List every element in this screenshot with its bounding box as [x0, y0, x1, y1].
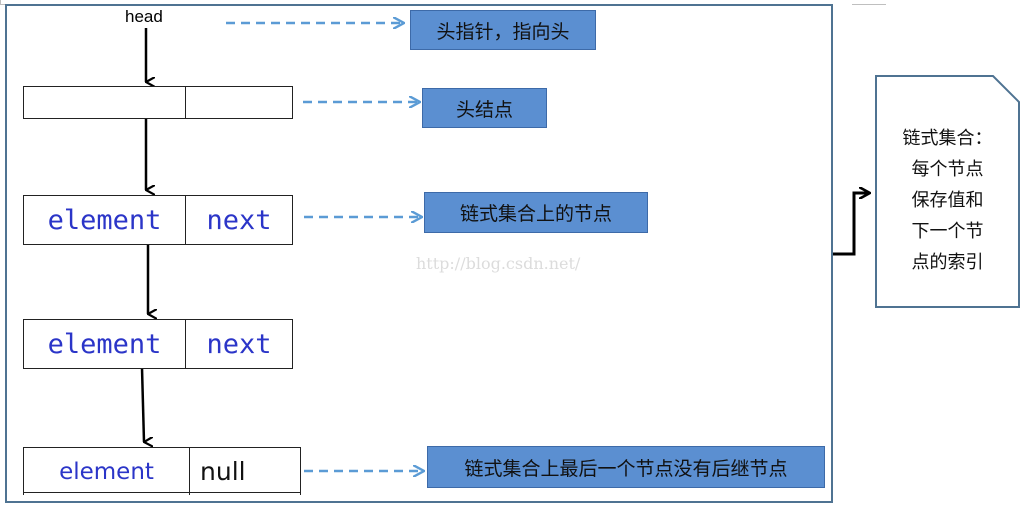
head-node-next-cell — [186, 87, 292, 118]
note-text: 链式集合： 每个节点 保存值和 下一个节 点的索引 — [875, 123, 1020, 278]
node-1-next-cell: next — [206, 204, 272, 236]
note-line-5: 点的索引 — [911, 252, 984, 273]
corner-mark-left — [0, 0, 7, 5]
watermark-text: http://blog.csdn.net/ — [416, 254, 581, 273]
note-line-4: 下一个节 — [911, 221, 984, 242]
callout-list-node: 链式集合上的节点 — [424, 192, 648, 233]
node-last-null-cell: null — [200, 457, 246, 486]
node-last-bottom-line — [23, 492, 301, 493]
callout-last-node: 链式集合上最后一个节点没有后继节点 — [427, 446, 825, 488]
head-node — [23, 86, 293, 119]
note-shape — [875, 75, 1020, 308]
head-label: head — [125, 7, 163, 26]
diagram-frame — [5, 4, 833, 503]
note-line-1: 链式集合： — [902, 128, 993, 149]
note-line-3: 保存值和 — [911, 190, 984, 211]
list-node-last: element null — [23, 447, 301, 495]
callout-head-node: 头结点 — [422, 88, 547, 128]
list-node-2: element next — [23, 319, 293, 369]
node-last-element-cell: element — [24, 448, 190, 495]
list-node-1: element next — [23, 195, 293, 245]
corner-mark-right — [852, 0, 886, 5]
elbow-arrow-to-note — [833, 193, 870, 256]
summary-note: 链式集合： 每个节点 保存值和 下一个节 点的索引 — [875, 75, 1020, 308]
node-2-next-cell: next — [206, 328, 272, 360]
note-line-2: 每个节点 — [911, 159, 984, 180]
node-2-element-cell: element — [24, 320, 186, 368]
arrow-node2-to-node3 — [140, 367, 144, 442]
callout-head-pointer: 头指针，指向头 — [410, 10, 596, 50]
node-1-element-cell: element — [24, 196, 186, 244]
head-node-data-cell — [24, 87, 186, 118]
